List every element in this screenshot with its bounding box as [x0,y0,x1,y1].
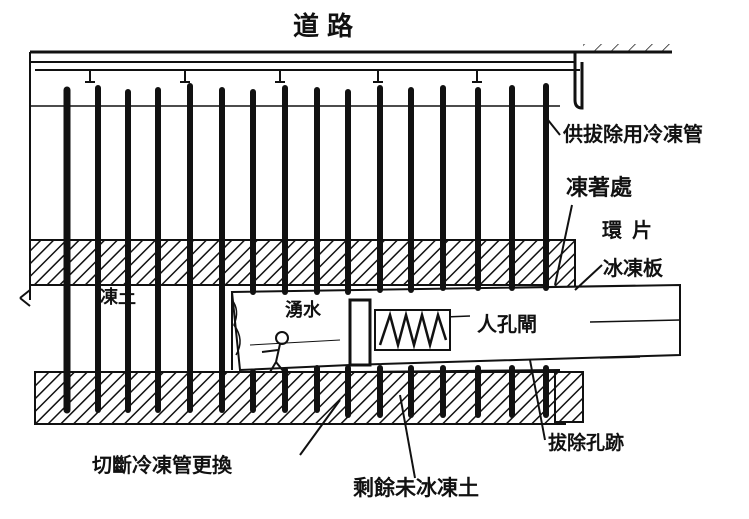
extraction-hole-label: 拔除孔跡 [548,432,625,454]
manhole-gate [348,298,451,367]
remaining-unfrozen-label: 剩餘未冰凍土 [353,476,479,500]
freeze-pipes [63,83,549,418]
worker-figure [261,331,289,373]
water-gush-label: 湧水 [285,300,321,321]
tunnel [230,283,681,373]
freeze-adhesion-label: 凍著處 [566,176,633,201]
road-label: 道路 [293,12,362,42]
cut-replace-label: 切斷冷凍管更換 [92,453,232,477]
freeze-board-label: 冰凍板 [603,256,663,280]
manhole-gate-label: 人孔閘 [475,312,539,336]
header-pipe [30,52,584,110]
leader-lines [19,119,603,479]
frozen-soil-label: 凍土 [100,287,136,308]
ring-segment-label: 環片 [602,218,662,242]
removal-pipe-label: 供拔除用冷凍管 [563,122,703,146]
